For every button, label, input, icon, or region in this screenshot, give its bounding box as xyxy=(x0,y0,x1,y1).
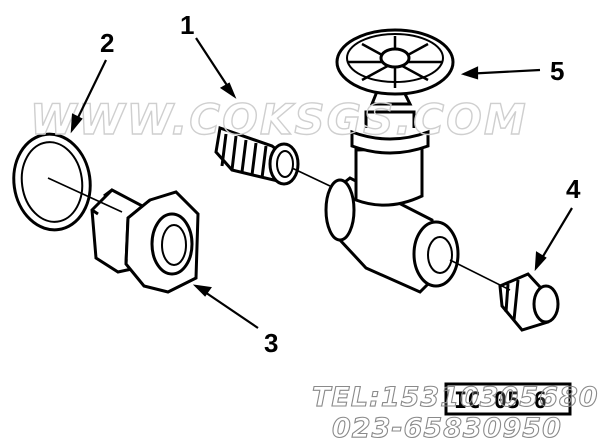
leader-arrows xyxy=(70,37,573,329)
part-1-threaded-nipple xyxy=(214,126,300,186)
assembly-axis xyxy=(47,167,511,291)
reference-code-box: IC 05 6 xyxy=(444,382,572,416)
part-4-plug xyxy=(498,272,560,332)
callout-label-4: 4 xyxy=(566,174,581,204)
callout-label-5: 5 xyxy=(550,56,564,86)
reference-code-text: IC 05 6 xyxy=(454,389,547,414)
callout-label-3: 3 xyxy=(264,328,278,358)
contact-tel: TEL:15310305680 xyxy=(312,382,599,413)
contact-phone: 023-65830950 xyxy=(332,413,562,443)
callout-label-2: 2 xyxy=(100,28,114,58)
part-2-seal-ring xyxy=(12,132,92,232)
watermark-text: WWW.COKSGS.COM xyxy=(30,95,528,144)
part-5-globe-valve xyxy=(324,28,460,294)
callout-label-1: 1 xyxy=(180,10,194,40)
part-3-hex-adapter xyxy=(90,188,200,294)
